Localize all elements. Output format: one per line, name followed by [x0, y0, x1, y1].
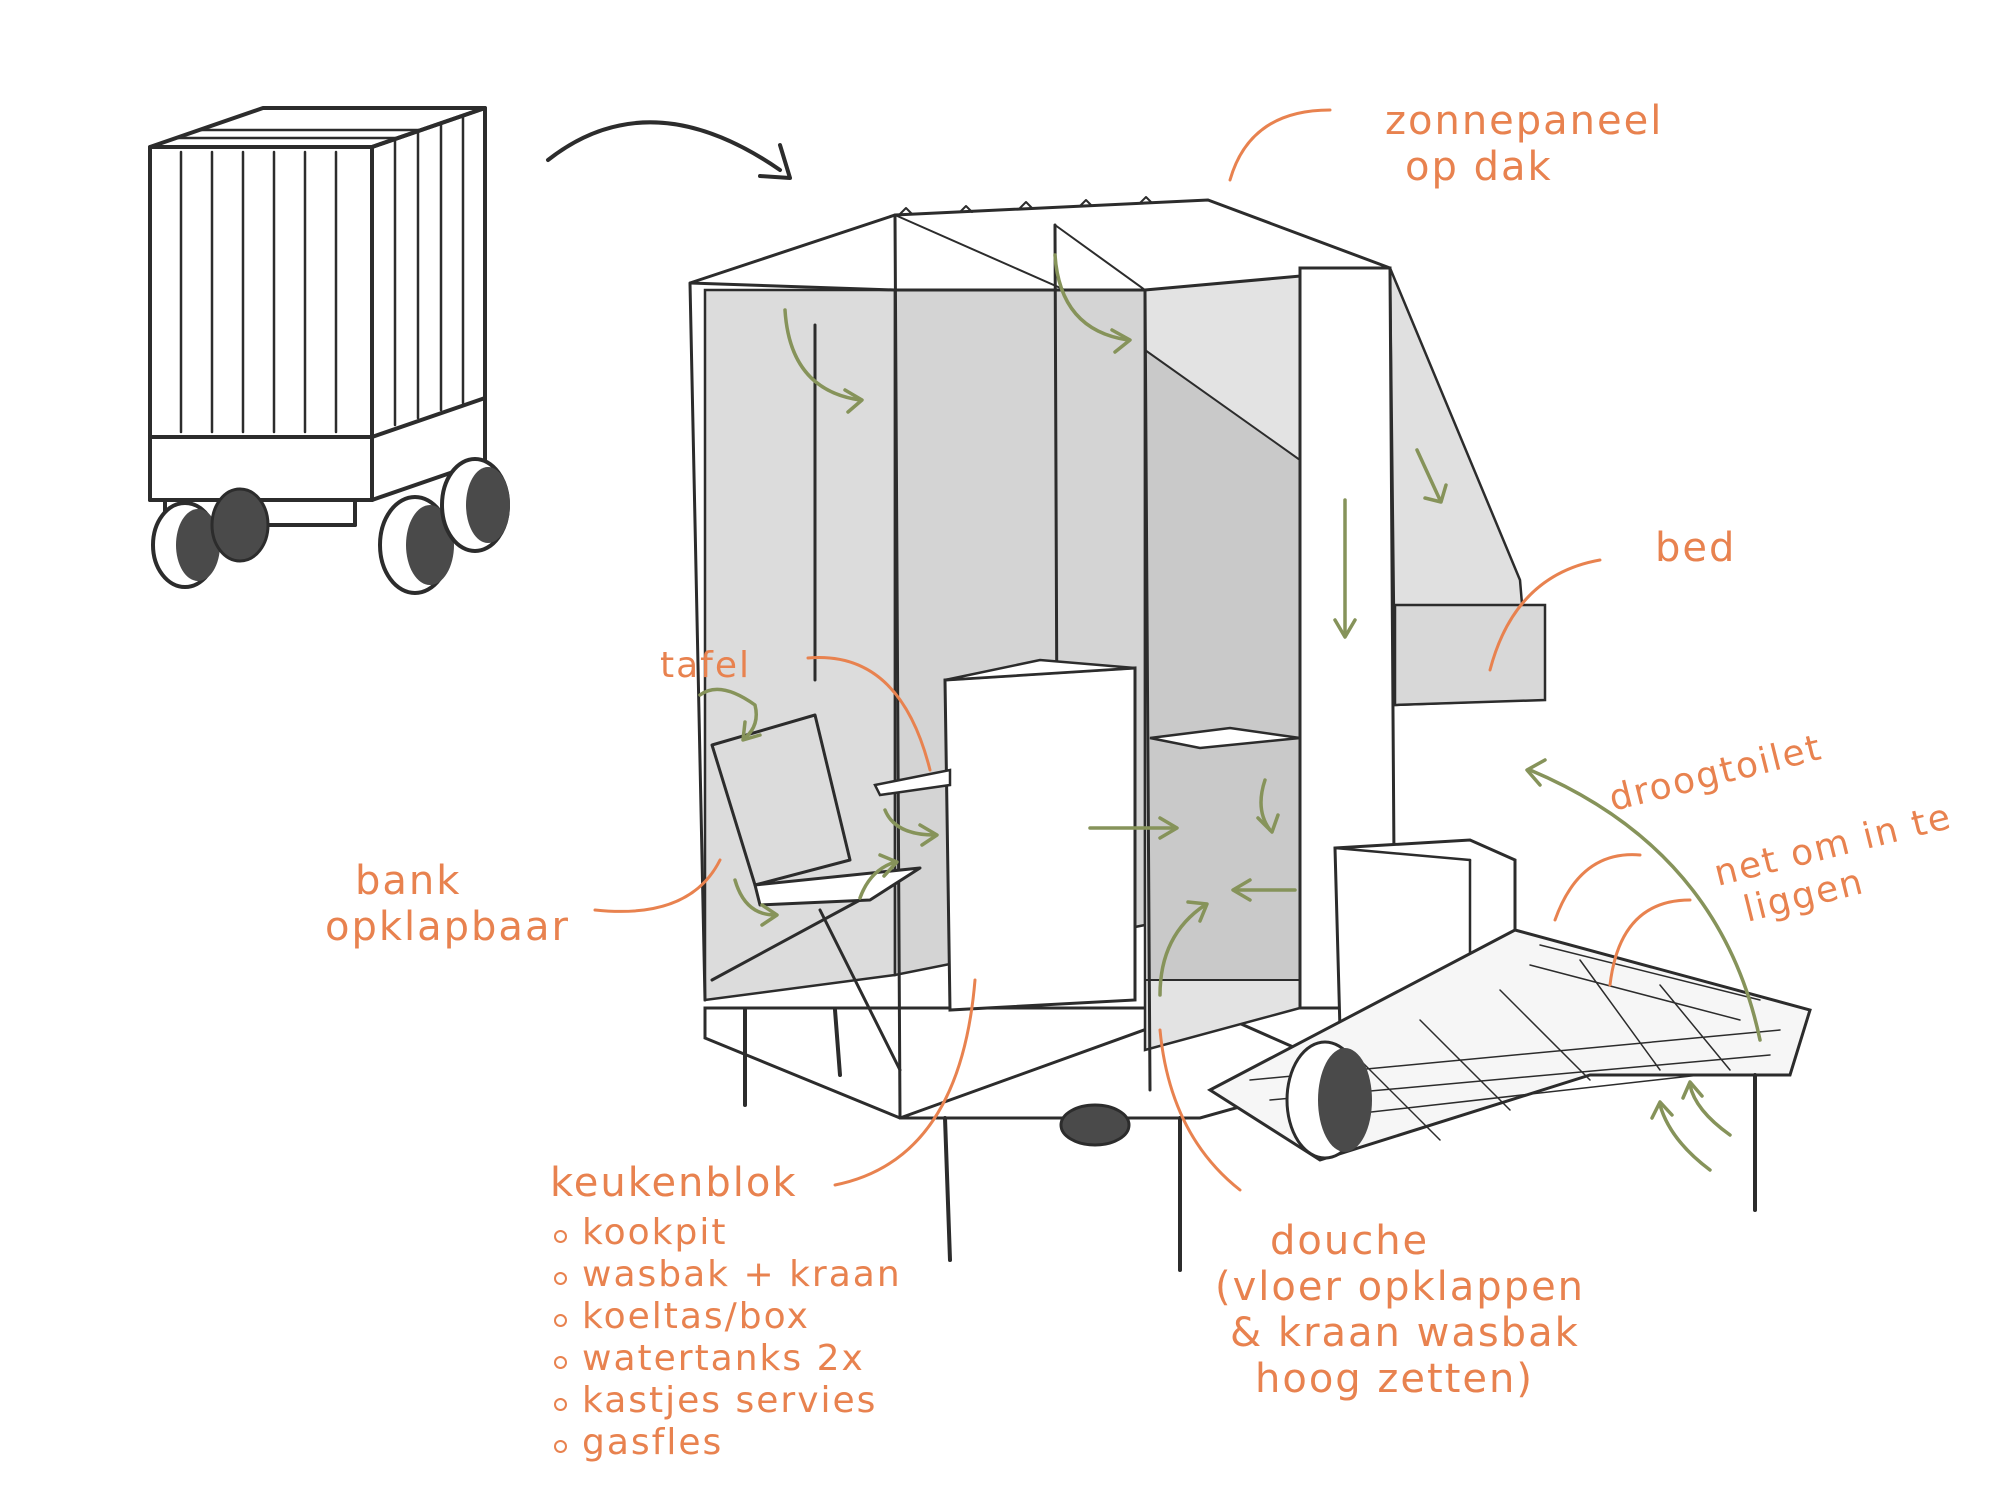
kitchen-block: [943, 658, 1137, 1012]
transform-arrow: [546, 120, 792, 180]
kitchen-item: gasfles: [552, 1422, 902, 1464]
table: [873, 768, 952, 797]
roof-solar-panel: [689, 198, 1391, 292]
house-wheels: [1059, 1040, 1372, 1160]
kitchen-item: kookpit: [552, 1212, 902, 1254]
label-solar-line-1: zonnepaneel: [1385, 98, 1664, 144]
label-shower-line-2: (vloer opklappen: [1215, 1264, 1586, 1310]
kitchen-item: kastjes servies: [552, 1380, 902, 1422]
fold-up-bench: [710, 713, 922, 1072]
label-bed: bed: [1655, 525, 1737, 571]
label-shower-line-4: hoog zetten): [1255, 1356, 1534, 1402]
original-cargo-trailer: [148, 106, 510, 595]
tiny-house-sketch: [688, 196, 1812, 1272]
kitchen-items-list: kookpit wasbak + kraan koeltas/box water…: [552, 1212, 902, 1464]
kitchen-item: koeltas/box: [552, 1296, 902, 1338]
label-bench: bank opklapbaar: [325, 858, 570, 950]
label-kitchen-title: keukenblok: [550, 1160, 798, 1206]
label-shower-line-3: & kraan wasbak: [1230, 1310, 1580, 1356]
label-solar-line-2: op dak: [1405, 144, 1553, 190]
label-table: tafel: [660, 645, 751, 686]
kitchen-item: watertanks 2x: [552, 1338, 902, 1380]
label-bench-line-2: opklapbaar: [325, 904, 570, 950]
kitchen-item: wasbak + kraan: [552, 1254, 902, 1296]
fold-arrows: [698, 253, 1762, 1172]
label-shower: douche (vloer opklappen & kraan wasbak h…: [1215, 1218, 1585, 1402]
label-bench-line-1: bank: [355, 858, 462, 904]
trailer-wheels: [151, 457, 510, 595]
label-solar-panel: zonnepaneel op dak: [1385, 98, 1663, 190]
label-shower-line-1: douche: [1270, 1218, 1430, 1264]
annotation-leaders: [593, 108, 1692, 1192]
